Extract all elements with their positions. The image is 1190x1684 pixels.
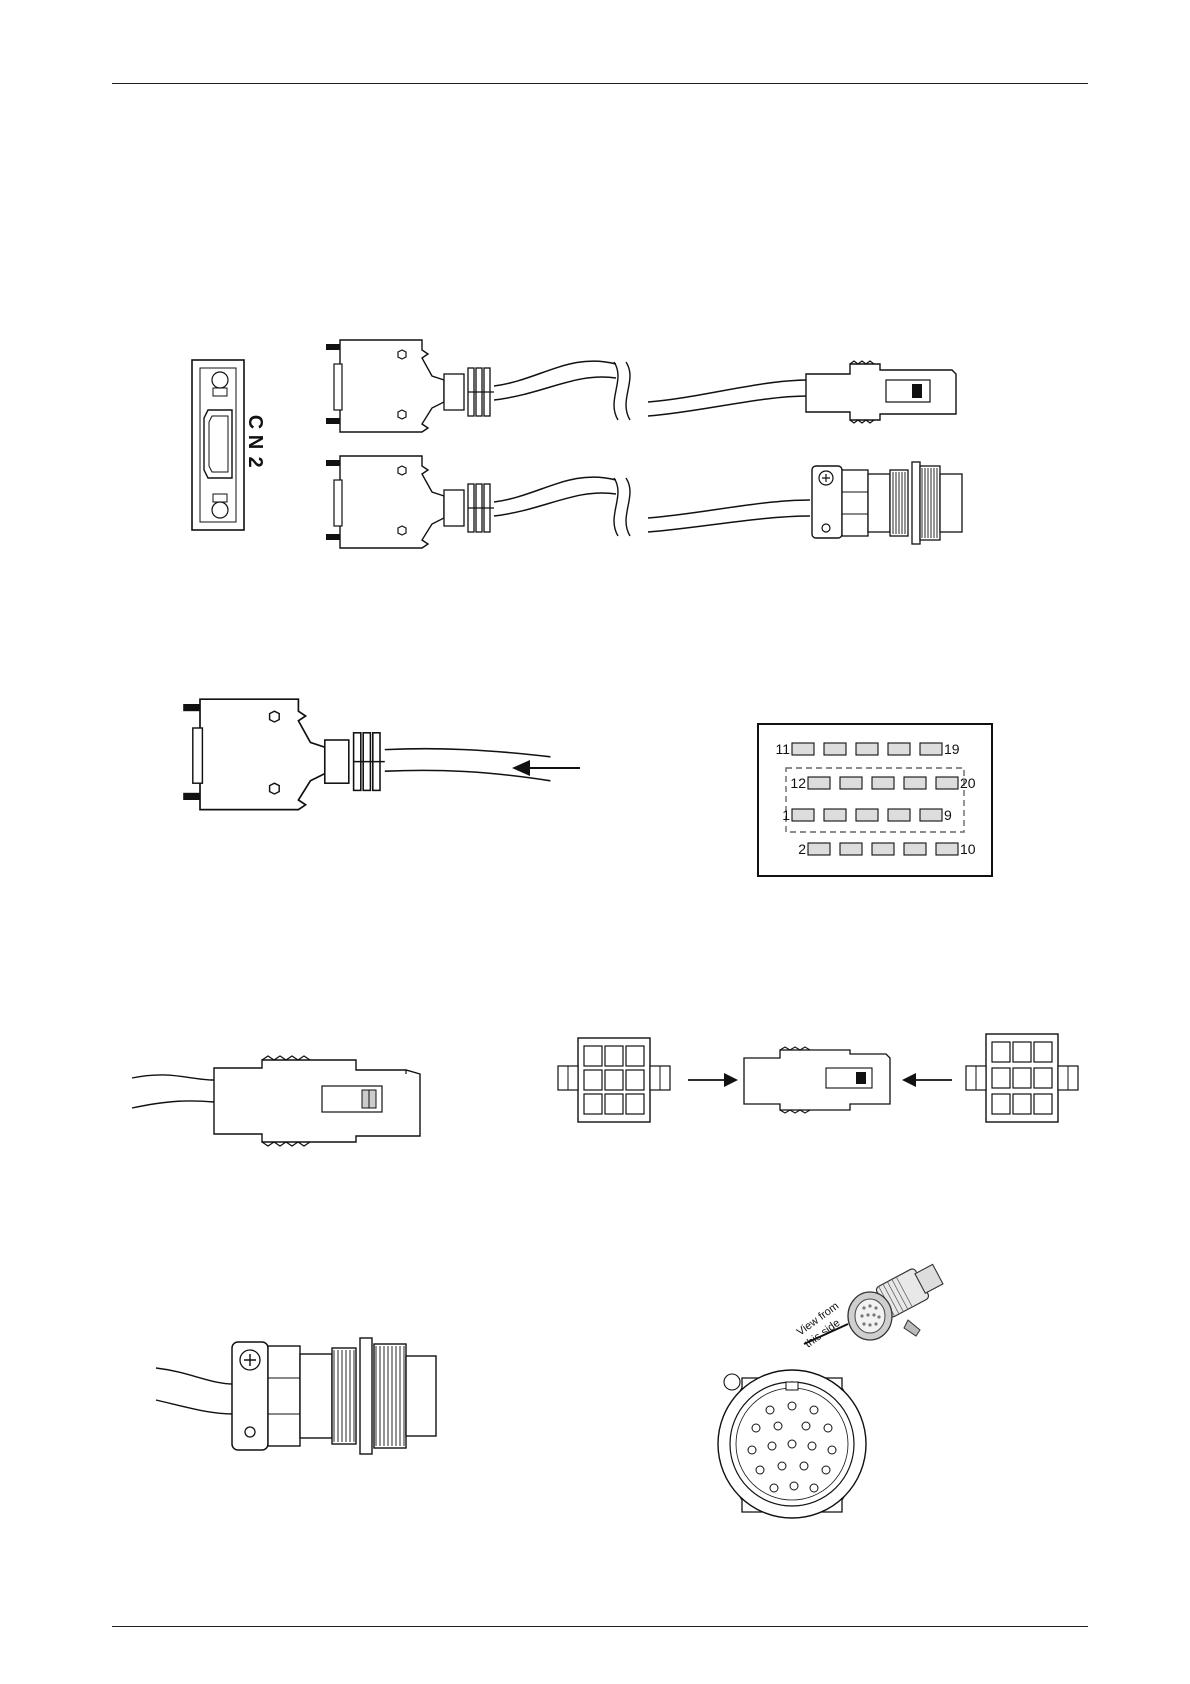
- cable-assembly-1: [326, 340, 956, 432]
- pin-label-2: 2: [798, 841, 806, 857]
- mini-plug-small: [744, 1047, 890, 1113]
- mini-connector-large: [132, 1056, 420, 1146]
- nine-pin-housing-right: [966, 1034, 1078, 1122]
- pin-label-20: 20: [960, 775, 976, 791]
- cn2-label-2: 2: [244, 456, 266, 467]
- pin-label-1: 1: [782, 807, 790, 823]
- pin-label-11: 11: [775, 741, 790, 757]
- cn2-port-drawing: [192, 360, 244, 530]
- arrow-right: [688, 1073, 738, 1087]
- cn2-label-n: N: [244, 435, 266, 449]
- nine-pin-housing-left: [558, 1038, 670, 1122]
- view-direction-arrow: [512, 760, 580, 776]
- mdr-plug-large: [183, 699, 550, 809]
- cn2-label-c: C: [244, 415, 266, 429]
- cable-assembly-2: [326, 456, 962, 548]
- circular-connector-face-view: [718, 1370, 866, 1518]
- pin-label-9: 9: [944, 807, 952, 823]
- pin-label-12: 12: [790, 775, 806, 791]
- circular-connector-large: [156, 1338, 436, 1454]
- arrow-left: [902, 1073, 952, 1087]
- pin-label-19: 19: [944, 741, 960, 757]
- pin-label-10: 10: [960, 841, 976, 857]
